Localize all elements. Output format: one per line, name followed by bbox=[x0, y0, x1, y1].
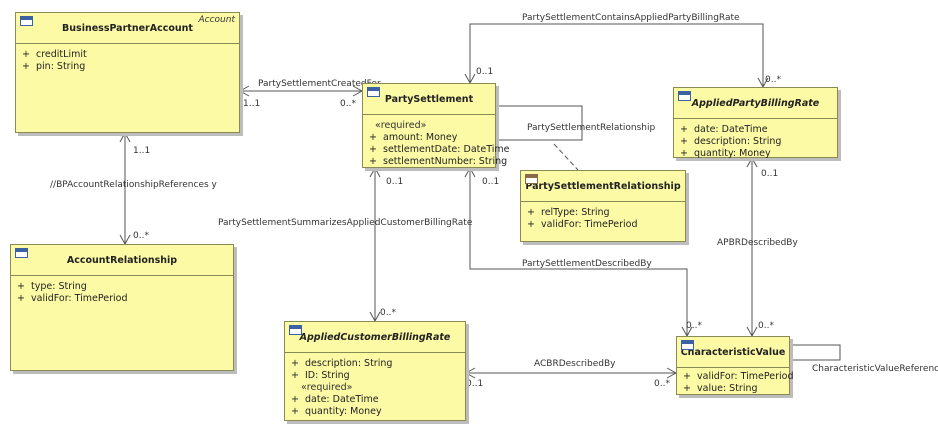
attribute: +validFor: TimePeriod bbox=[527, 219, 638, 230]
mult-bpa-relationship-refs-source: 1..1 bbox=[133, 146, 150, 156]
class-business-partner-account[interactable]: Account BusinessPartnerAccount +creditLi… bbox=[15, 12, 240, 133]
class-name: AppliedCustomerBillingRate bbox=[299, 331, 451, 343]
class-header: AccountRelationship bbox=[11, 245, 233, 276]
class-stereotype: Account bbox=[198, 15, 236, 25]
label-ps-created-for: PartySettlementCreatedFor bbox=[258, 79, 381, 89]
mult-ps-contains-apbr-target: 0..* bbox=[765, 75, 781, 85]
edge-cv-references bbox=[790, 344, 841, 361]
arrowhead-bpa-right bbox=[238, 85, 250, 97]
class-attributes: +type: String +validFor: TimePeriod bbox=[11, 276, 233, 310]
edge-ps-relationship bbox=[496, 105, 583, 141]
mult-acbr-described-by-target: 0..* bbox=[654, 379, 670, 389]
mult-ps-created-for-source: 1..1 bbox=[243, 99, 260, 109]
attribute: +creditLimit bbox=[22, 49, 87, 60]
arrowhead-apbr-bottom bbox=[746, 156, 758, 168]
class-attributes: «required» +amount: Money +settlementDat… bbox=[363, 115, 510, 173]
label-acbr-described-by: ACBRDescribedBy bbox=[534, 359, 616, 369]
arrowhead-ps-bottom bbox=[369, 166, 381, 178]
class-applied-party-billing-rate[interactable]: AppliedPartyBillingRate +date: DateTime … bbox=[673, 87, 838, 159]
arrowhead-ps-bottom-right bbox=[464, 166, 476, 178]
class-attributes: +description: String +ID: String «requir… bbox=[285, 353, 465, 423]
attribute-stereotype: «required» bbox=[301, 382, 353, 393]
mult-acbr-described-by-source: 0..1 bbox=[466, 379, 483, 389]
mult-ps-created-for-target: 0..* bbox=[340, 99, 356, 109]
edge-ps-contains-apbr bbox=[469, 23, 764, 87]
attribute: +quantity: Money bbox=[680, 148, 771, 159]
label-bpa-relationship-refs: //BPAccountRelationshipReferences y bbox=[50, 180, 218, 190]
attribute-stereotype: «required» bbox=[375, 120, 427, 131]
class-icon bbox=[367, 87, 380, 97]
class-party-settlement[interactable]: PartySettlement «required» +amount: Mone… bbox=[362, 83, 509, 168]
class-header: PartySettlementRelationship bbox=[521, 171, 685, 202]
class-header: Account BusinessPartnerAccount bbox=[16, 13, 239, 44]
attribute: +date: DateTime bbox=[291, 394, 379, 405]
class-name: CharacteristicValue bbox=[680, 346, 786, 358]
class-attributes: +date: DateTime +description: String +qu… bbox=[674, 119, 837, 165]
attribute: +settlementDate: DateTime bbox=[369, 144, 510, 155]
class-attributes: +validFor: TimePeriod +value: String bbox=[677, 368, 794, 400]
arrowhead-acbr-right bbox=[464, 367, 476, 379]
mult-ps-described-by-source: 0..1 bbox=[482, 177, 499, 187]
mult-ps-contains-apbr-source: 0..1 bbox=[476, 67, 493, 77]
mult-apbr-described-by-source: 0..1 bbox=[761, 169, 778, 179]
mult-ps-summarizes-acbr-source: 0..1 bbox=[386, 177, 403, 187]
class-name: PartySettlementRelationship bbox=[525, 180, 681, 192]
association-class-icon bbox=[525, 174, 538, 184]
attribute: +relType: String bbox=[527, 207, 610, 218]
attribute: +pin: String bbox=[22, 61, 86, 72]
attribute: +date: DateTime bbox=[680, 124, 768, 135]
class-attributes: +relType: String +validFor: TimePeriod bbox=[521, 202, 685, 236]
label-ps-contains-apbr: PartySettlementContainsAppliedPartyBilli… bbox=[522, 13, 740, 23]
arrowhead-bpa-bottom bbox=[119, 131, 131, 143]
attribute: +amount: Money bbox=[369, 132, 458, 143]
class-header: CharacteristicValue bbox=[677, 337, 789, 368]
class-name: PartySettlement bbox=[384, 93, 474, 105]
class-name: AppliedPartyBillingRate bbox=[691, 97, 820, 109]
mult-ps-described-by-target: 0..* bbox=[686, 321, 702, 331]
class-icon bbox=[289, 325, 302, 335]
attribute: +validFor: TimePeriod bbox=[683, 371, 794, 382]
label-ps-summarizes-acbr: PartySettlementSummarizesAppliedCustomer… bbox=[218, 218, 473, 228]
label-apbr-described-by: APBRDescribedBy bbox=[717, 238, 798, 248]
attribute: +settlementNumber: String bbox=[369, 156, 508, 167]
class-header: AppliedCustomerBillingRate bbox=[285, 322, 465, 353]
attribute: +description: String bbox=[680, 136, 782, 147]
class-name: BusinessPartnerAccount bbox=[62, 22, 193, 34]
class-header: AppliedPartyBillingRate bbox=[674, 88, 837, 119]
class-icon bbox=[681, 340, 694, 350]
label-ps-described-by: PartySettlementDescribedBy bbox=[522, 259, 652, 269]
attribute: +validFor: TimePeriod bbox=[17, 293, 128, 304]
attribute: +value: String bbox=[683, 383, 758, 394]
label-ps-relationship: PartySettlementRelationship bbox=[527, 123, 656, 133]
class-icon bbox=[20, 16, 33, 26]
class-icon bbox=[678, 91, 691, 101]
label-cv-references: CharacteristicValueReferences bbox=[812, 364, 938, 374]
class-icon bbox=[15, 248, 28, 258]
mult-apbr-described-by-target: 0..* bbox=[758, 321, 774, 331]
edge-association-class-link bbox=[553, 143, 579, 171]
class-account-relationship[interactable]: AccountRelationship +type: String +valid… bbox=[10, 244, 234, 371]
attribute: +description: String bbox=[291, 358, 393, 369]
class-applied-customer-billing-rate[interactable]: AppliedCustomerBillingRate +description:… bbox=[284, 321, 466, 421]
attribute: +ID: String bbox=[291, 370, 350, 381]
attribute: +type: String bbox=[17, 281, 87, 292]
edge-ps-described-by bbox=[469, 168, 688, 336]
attribute: +quantity: Money bbox=[291, 406, 382, 417]
class-name: AccountRelationship bbox=[66, 254, 178, 266]
class-header: PartySettlement bbox=[363, 84, 495, 115]
class-characteristic-value[interactable]: CharacteristicValue +validFor: TimePerio… bbox=[676, 336, 794, 395]
mult-bpa-relationship-refs-target: 0..* bbox=[133, 231, 149, 241]
class-party-settlement-relationship[interactable]: PartySettlementRelationship +relType: St… bbox=[520, 170, 686, 242]
class-attributes: +creditLimit +pin: String bbox=[16, 44, 239, 78]
mult-ps-summarizes-acbr-target: 0..* bbox=[380, 308, 396, 318]
